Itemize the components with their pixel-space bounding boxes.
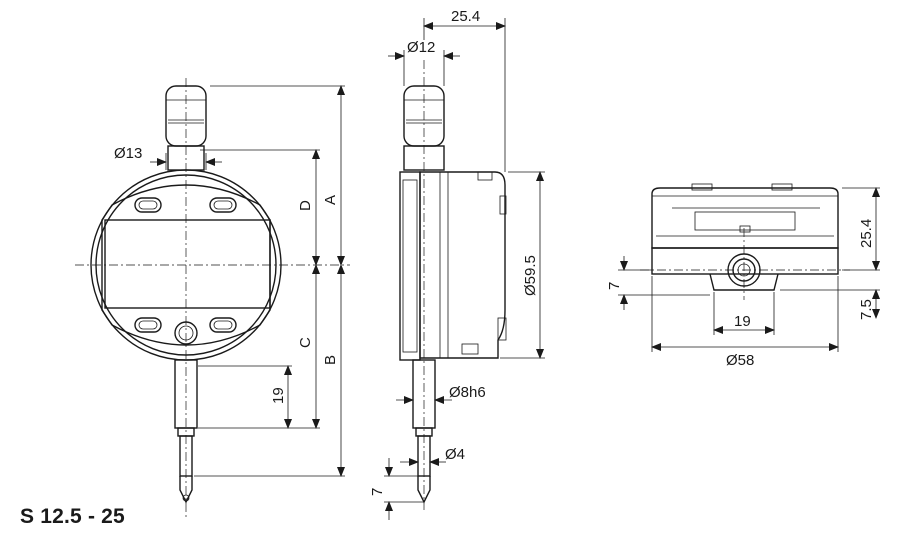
dim-7-side: 7 xyxy=(369,488,386,496)
dim-d59-5: Ø59.5 xyxy=(522,255,539,296)
model-caption: S 12.5 - 25 xyxy=(20,505,125,528)
dim-label-b: B xyxy=(322,355,339,365)
dim-label-d: D xyxy=(297,200,314,211)
side-view: Ø12 25.4 Ø59.5 Ø8h6 Ø4 7 xyxy=(369,8,545,520)
top-view: 25.4 7.5 7 19 Ø58 xyxy=(606,183,880,369)
stem-hole-outer xyxy=(727,253,761,287)
button-top-left xyxy=(134,197,162,213)
dim-19-top: 19 xyxy=(734,313,751,330)
button-bottom-left xyxy=(134,317,162,333)
dim-label-a: A xyxy=(322,195,339,205)
dim-7-5: 7.5 xyxy=(858,299,875,320)
dim-d58: Ø58 xyxy=(726,352,754,369)
dim-label-c: C xyxy=(297,337,314,348)
dim-25-4-top: 25.4 xyxy=(858,219,875,248)
display-window xyxy=(104,219,271,309)
front-view: Ø13 D A C B 19 xyxy=(75,78,350,518)
dim-7-top: 7 xyxy=(606,282,623,290)
dim-d13: Ø13 xyxy=(114,145,142,162)
button-top-right xyxy=(209,197,237,213)
dim-d4: Ø4 xyxy=(445,446,465,463)
dim-d8h6: Ø8h6 xyxy=(449,384,486,401)
button-center xyxy=(174,321,198,345)
dim-25-4-side: 25.4 xyxy=(451,8,480,25)
dim-19-front: 19 xyxy=(270,387,287,404)
button-bottom-right xyxy=(209,317,237,333)
dim-d12: Ø12 xyxy=(407,39,435,56)
